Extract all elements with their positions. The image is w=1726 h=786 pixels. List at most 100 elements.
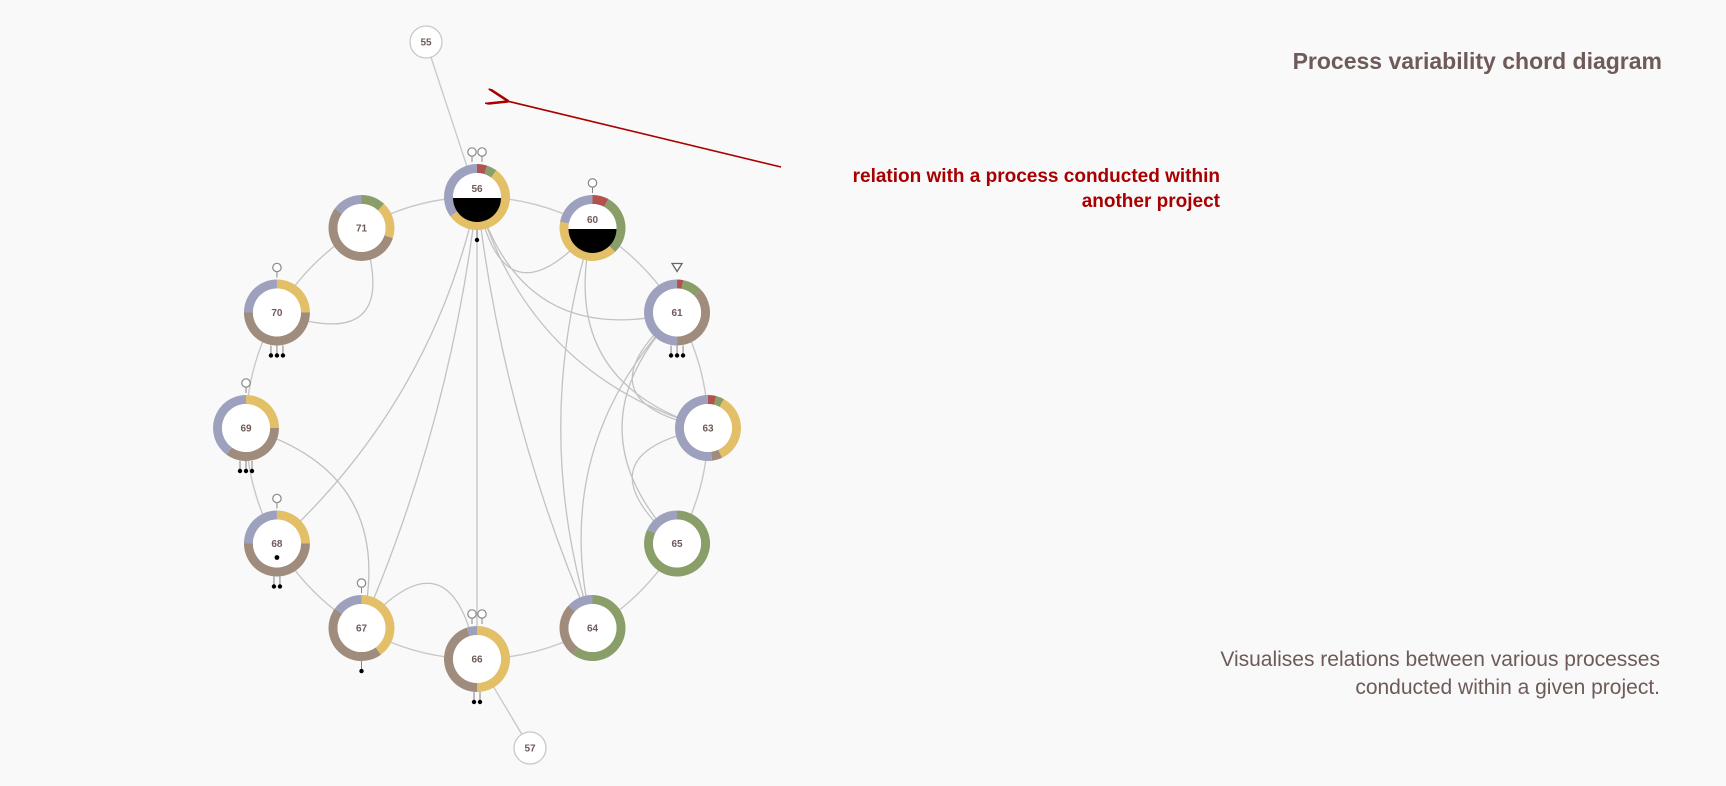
relation-chord-56-64[interactable] bbox=[476, 196, 594, 629]
node-dot bbox=[674, 353, 680, 358]
node-segment-blue bbox=[444, 164, 477, 217]
node-segment-blue bbox=[560, 194, 593, 224]
node-segment-yellow bbox=[377, 203, 395, 239]
relation-chord-61-65[interactable] bbox=[621, 312, 678, 544]
node-segment-red bbox=[708, 395, 717, 405]
relation-chord-60-63[interactable] bbox=[584, 227, 709, 429]
process-node-66[interactable]: 66 bbox=[444, 609, 511, 705]
node-segment-yellow bbox=[477, 626, 511, 692]
caption-line-1: Visualises relations between various pro… bbox=[1220, 648, 1660, 671]
external-node-57[interactable]: 57 bbox=[513, 731, 547, 765]
diagram-caption: Visualises relations between various pro… bbox=[1100, 646, 1660, 702]
external-node-label: 55 bbox=[420, 38, 432, 49]
node-segment-blue bbox=[243, 279, 277, 313]
node-segment-blue bbox=[675, 395, 713, 461]
node-segment-yellow bbox=[246, 395, 279, 428]
node-dot bbox=[680, 353, 686, 358]
node-center bbox=[337, 203, 386, 252]
node-dot bbox=[474, 237, 480, 243]
node-segment-yellow bbox=[276, 510, 310, 544]
annotation-arrow bbox=[507, 101, 782, 168]
node-pin-icon bbox=[241, 378, 251, 388]
node-center bbox=[337, 604, 386, 653]
node-label: 69 bbox=[240, 424, 252, 435]
external-node-label: 57 bbox=[524, 744, 536, 755]
process-node-56[interactable]: 56 bbox=[444, 147, 510, 243]
process-node-68[interactable]: 68 bbox=[243, 493, 310, 589]
relation-chord-60-64[interactable] bbox=[560, 227, 594, 629]
external-node-circle bbox=[513, 731, 547, 765]
external-node-55[interactable]: 55 bbox=[409, 25, 443, 59]
node-pin-icon bbox=[272, 493, 282, 504]
caption-line-2: conducted within a given project. bbox=[1355, 676, 1660, 699]
node-segment-brown bbox=[677, 289, 711, 346]
process-node-60[interactable]: 60 bbox=[559, 178, 626, 261]
node-segment-yellow bbox=[450, 170, 510, 230]
node-dot bbox=[477, 699, 483, 705]
node-segment-blue bbox=[647, 510, 678, 534]
node-segment-brown bbox=[243, 543, 310, 577]
process-node-61[interactable]: 61 bbox=[644, 262, 711, 358]
node-segment-yellow bbox=[276, 279, 310, 313]
relation-chords bbox=[245, 196, 709, 660]
process-node-69[interactable]: 69 bbox=[212, 378, 279, 474]
process-node-70[interactable]: 70 bbox=[243, 262, 310, 358]
node-center bbox=[684, 404, 732, 452]
process-node-71[interactable]: 71 bbox=[328, 194, 395, 261]
node-segment-blue bbox=[334, 194, 362, 214]
node-segment-blue bbox=[466, 626, 477, 637]
node-segment-brown bbox=[559, 605, 579, 655]
node-segment-brown bbox=[444, 627, 478, 692]
node-dot bbox=[268, 353, 274, 358]
node-segment-yellow bbox=[361, 595, 395, 655]
relation-chord-56-63[interactable] bbox=[476, 196, 709, 429]
node-inner-dot bbox=[274, 555, 280, 560]
relation-chord-61-64[interactable] bbox=[580, 312, 678, 629]
node-center bbox=[568, 604, 617, 653]
node-label: 65 bbox=[671, 539, 683, 550]
node-segment-brown bbox=[328, 608, 381, 662]
node-segment-green bbox=[681, 280, 702, 297]
node-label: 61 bbox=[671, 308, 683, 319]
node-dot bbox=[249, 468, 255, 474]
node-label: 56 bbox=[471, 184, 483, 195]
node-center bbox=[222, 404, 270, 452]
annotation-line-1: relation with a process conducted within bbox=[852, 166, 1220, 187]
node-center bbox=[653, 519, 702, 568]
triangle-marker-icon bbox=[670, 262, 684, 273]
process-node-65[interactable]: 65 bbox=[644, 510, 711, 577]
node-dot bbox=[277, 584, 283, 589]
node-segment-green bbox=[484, 165, 497, 178]
relation-chord-56-61[interactable] bbox=[476, 196, 678, 321]
node-pin-icon bbox=[467, 147, 477, 157]
node-dot bbox=[668, 353, 674, 358]
node-segment-brown bbox=[226, 427, 279, 462]
node-pin-icon bbox=[587, 178, 598, 188]
node-label: 60 bbox=[587, 215, 599, 226]
annotation-line-2: another project bbox=[1081, 191, 1220, 212]
node-dot bbox=[237, 468, 243, 474]
node-label: 64 bbox=[587, 624, 599, 635]
process-node-67[interactable]: 67 bbox=[328, 578, 395, 674]
node-dot bbox=[280, 353, 286, 358]
node-dot bbox=[274, 353, 280, 358]
node-segment-blue bbox=[568, 595, 593, 612]
node-dot bbox=[359, 668, 364, 674]
node-segment-blue bbox=[212, 395, 246, 455]
node-label: 67 bbox=[356, 624, 368, 635]
process-nodes: 56 60 61 63 65 64 66 67 68 69 70 71 bbox=[212, 147, 741, 705]
node-segment-red bbox=[592, 194, 609, 207]
node-dot bbox=[471, 699, 477, 705]
node-segment-blue bbox=[644, 279, 678, 346]
process-node-64[interactable]: 64 bbox=[559, 595, 626, 662]
node-segment-brown bbox=[328, 208, 393, 261]
process-node-63[interactable]: 63 bbox=[675, 395, 741, 461]
node-segment-brown bbox=[243, 312, 310, 346]
relation-chord-69-67[interactable] bbox=[245, 427, 370, 629]
relation-chord-56-68[interactable] bbox=[276, 196, 478, 544]
node-segment-green bbox=[604, 199, 626, 252]
node-dot bbox=[271, 584, 277, 589]
relation-chord-56-67[interactable] bbox=[360, 196, 478, 629]
node-dot bbox=[243, 468, 249, 474]
